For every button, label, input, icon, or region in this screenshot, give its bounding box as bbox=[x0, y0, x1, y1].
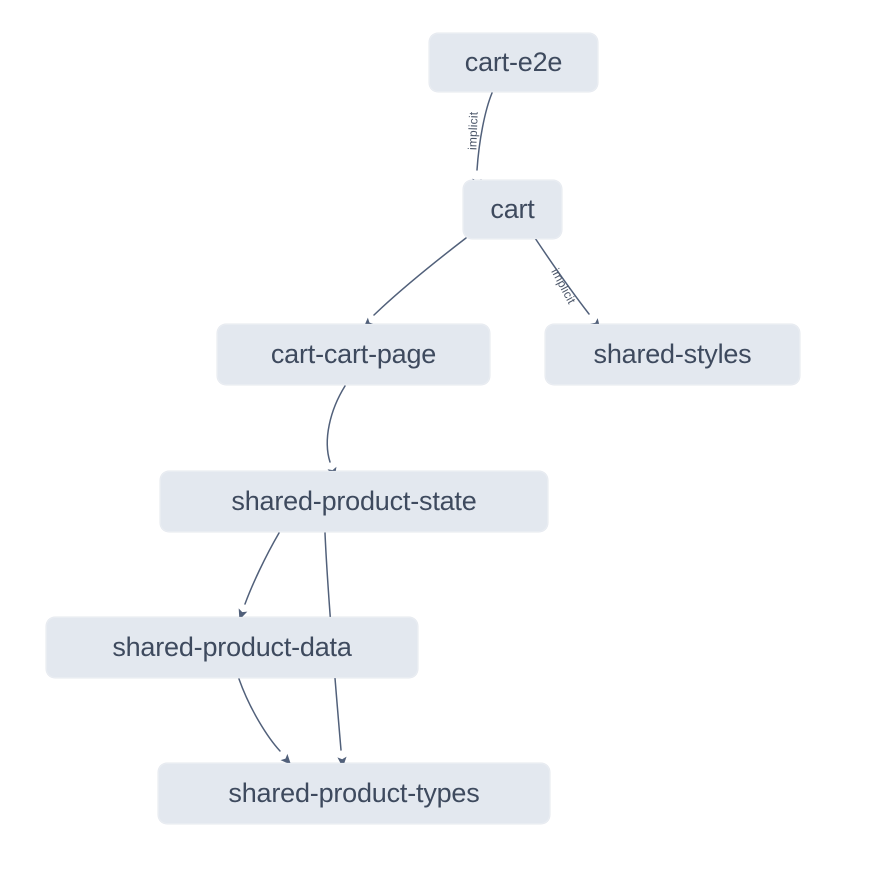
edge-state-to-data bbox=[244, 532, 280, 605]
graph-node-label: cart-cart-page bbox=[270, 339, 437, 369]
edge-label-cart-to-shared-styles: implicit bbox=[548, 266, 579, 307]
graph-node-label: cart-e2e bbox=[464, 47, 563, 77]
edge-data-to-types-arrowhead bbox=[280, 753, 292, 765]
edge-cart-to-cart-cart-page bbox=[373, 237, 467, 316]
graph-node-shared-product-types[interactable]: shared-product-types bbox=[158, 763, 550, 824]
edge-label-cart-e2e-to-cart: implicit bbox=[465, 111, 480, 150]
graph-node-label: shared-product-data bbox=[112, 632, 352, 662]
edge-cart-cart-page-to-shared-product-state bbox=[326, 385, 346, 463]
graph-node-cart[interactable]: cart bbox=[463, 180, 562, 239]
edge-state-to-types-arrowhead bbox=[337, 756, 347, 768]
graph-node-label: shared-styles bbox=[593, 339, 752, 369]
graph-node-shared-product-state[interactable]: shared-product-state bbox=[160, 471, 548, 532]
edge-data-to-types bbox=[238, 678, 281, 752]
graph-node-shared-styles[interactable]: shared-styles bbox=[545, 324, 800, 385]
graph-node-label: cart bbox=[490, 194, 535, 224]
edge-cart-e2e-to-cart bbox=[476, 92, 493, 171]
graph-node-shared-product-data[interactable]: shared-product-data bbox=[46, 617, 418, 678]
graph-node-cart-e2e[interactable]: cart-e2e bbox=[429, 33, 598, 92]
edge-cart-to-shared-styles bbox=[534, 237, 590, 315]
graph-node-label: shared-product-state bbox=[231, 486, 477, 516]
graph-node-label: shared-product-types bbox=[228, 778, 480, 808]
graph-node-cart-cart-page[interactable]: cart-cart-page bbox=[217, 324, 490, 385]
